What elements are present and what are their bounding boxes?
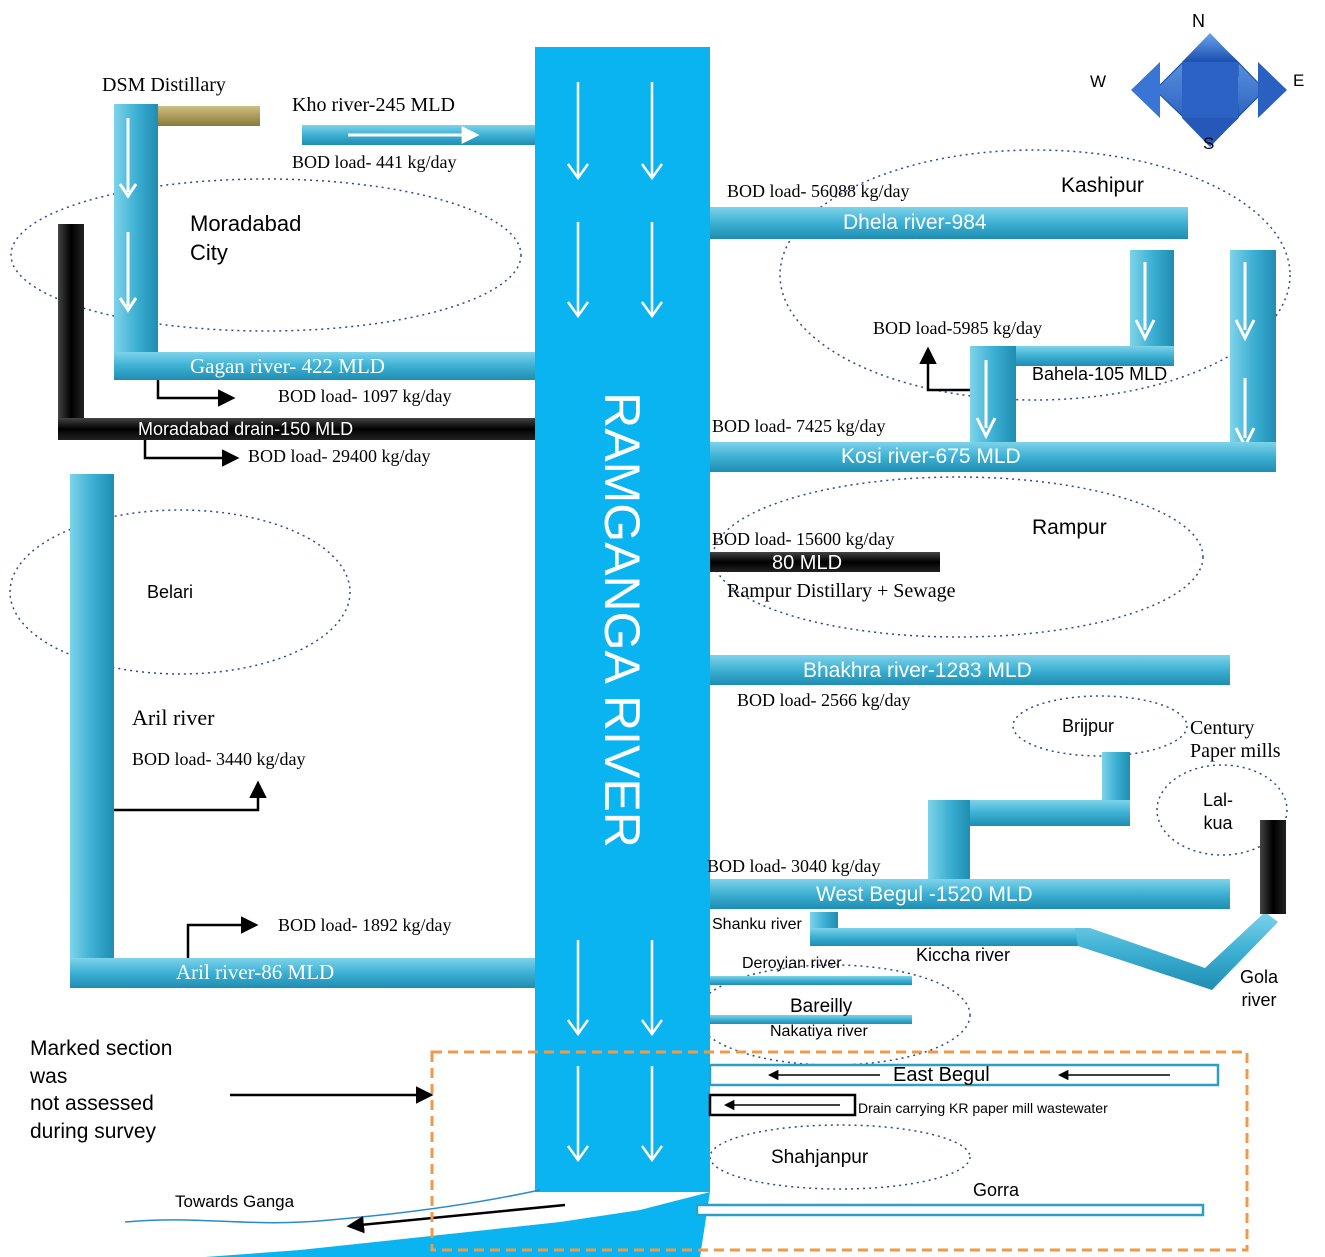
- gagan-river-bar: [114, 352, 535, 380]
- dsm-distillary-label: DSM Distillary: [102, 74, 226, 96]
- aril-vertical: [70, 474, 114, 958]
- main-river-title: RAMGANGA RIVER: [594, 392, 650, 848]
- compass-arrow-n: [1182, 33, 1238, 62]
- dhela-vertical: [1130, 250, 1174, 364]
- kosi-bod-label: BOD load- 7425 kg/day: [712, 416, 886, 436]
- nakatiya-river-label: Nakatiya river: [770, 1023, 868, 1040]
- century-label: Century Paper mills: [1190, 717, 1281, 762]
- gola-river-label: Gola river: [1240, 967, 1279, 1011]
- place-kashipur: Kashipur: [1061, 174, 1144, 197]
- aril-river-name: Aril river: [132, 705, 215, 730]
- moradabad-drain-label: Moradabad drain-150 MLD: [138, 419, 354, 439]
- aril-bod-label-2: BOD load- 1892 kg/day: [278, 915, 452, 935]
- drain-bod-arrow: [143, 440, 240, 467]
- region-bareilly: [695, 964, 971, 1066]
- region-belari: [9, 509, 351, 675]
- compass-n-label: N: [1192, 11, 1205, 31]
- bhakhra-river-bar: [710, 655, 1230, 685]
- region-moradabad: [10, 178, 522, 332]
- dhela-river-label: Dhela river-984: [843, 211, 987, 234]
- gagan-bod-label: BOD load- 1097 kg/day: [278, 386, 452, 406]
- towards-ganga-label: Towards Ganga: [175, 1192, 295, 1211]
- compass-arrow-w: [1131, 62, 1160, 118]
- shanku-river-label: Shanku river: [712, 916, 802, 933]
- rampur-drain-label: 80 MLD: [772, 552, 843, 574]
- aril-bod-arrow-2: [186, 916, 259, 958]
- west-begul-bod-label: BOD load- 3040 kg/day: [707, 856, 881, 876]
- bahela-connector: [970, 346, 1174, 366]
- nakatiya-river-bar: [710, 1015, 912, 1024]
- place-moradabad: Moradabad City: [190, 211, 302, 265]
- kr-drain-label: Drain carrying KR paper mill wastewater: [858, 1100, 1108, 1116]
- compass-s-label: S: [1203, 134, 1215, 153]
- place-lalkua: Lal- kua: [1203, 790, 1234, 834]
- place-shahjanpur: Shahjanpur: [771, 1147, 869, 1168]
- gorra-bar: [695, 1203, 1205, 1217]
- aril-bod-arrow-1: [114, 780, 267, 812]
- gagan-vertical: [114, 104, 158, 380]
- gorra-label: Gorra: [973, 1180, 1020, 1200]
- aril-bod-label-1: BOD load- 3440 kg/day: [132, 749, 306, 769]
- aril-river-bar: [70, 958, 535, 988]
- compass-arrow-s: [1182, 118, 1238, 147]
- dhela-bod-label: BOD load- 56088 kg/day: [727, 181, 910, 201]
- region-shahjanpur: [709, 1124, 971, 1190]
- compass-arrow-e: [1258, 62, 1287, 118]
- marked-section-note: Marked section was not assessed during s…: [30, 1037, 173, 1144]
- kosi-river-bar: [710, 442, 1276, 472]
- drain-bod-label: BOD load- 29400 kg/day: [248, 446, 431, 466]
- bahela-bod-label: BOD load-5985 kg/day: [873, 318, 1042, 338]
- bahela-bod-arrow: [919, 346, 970, 392]
- ramganga-river-channel: [535, 47, 710, 1192]
- region-lalkua: [1156, 764, 1288, 856]
- west-begul-label: West Begul -1520 MLD: [816, 883, 1033, 906]
- gagan-flow-arrows: [118, 118, 138, 313]
- bhakhra-river-label: Bhakhra river-1283 MLD: [803, 659, 1032, 682]
- bahela-label: Bahela-105 MLD: [1032, 364, 1168, 384]
- gola-river-bar: [1075, 912, 1278, 990]
- compass-e-label: E: [1293, 71, 1305, 90]
- ganga-stream: [124, 1189, 541, 1224]
- gagan-bod-arrow: [156, 380, 236, 407]
- ganga-outflow: [205, 1192, 710, 1257]
- compass-w-label: W: [1090, 72, 1107, 91]
- kosi-river-label: Kosi river-675 MLD: [841, 445, 1021, 468]
- rampur-drain-bar: [710, 552, 940, 572]
- region-rampur: [712, 476, 1204, 638]
- kiccha-river-label: Kiccha river: [916, 945, 1011, 965]
- place-rampur: Rampur: [1032, 516, 1107, 539]
- aril-river-label: Aril river-86 MLD: [176, 960, 335, 984]
- lalkua-drain: [1260, 820, 1286, 914]
- kho-river-label: Kho river-245 MLD: [292, 94, 455, 116]
- kiccha-river-bar: [810, 928, 1088, 946]
- bhakhra-bod-label: BOD load- 2566 kg/day: [737, 690, 911, 710]
- moradabad-drain-bar: [58, 418, 535, 440]
- unassessed-section-box: [430, 1050, 1249, 1252]
- region-brijpur: [1012, 695, 1188, 757]
- east-begul-bar: [708, 1063, 1220, 1087]
- rampur-source-label: Rampur Distillary + Sewage: [727, 580, 956, 602]
- region-kashipur: [779, 149, 1291, 401]
- place-bareilly: Bareilly: [790, 996, 853, 1017]
- place-brijpur: Brijpur: [1062, 716, 1115, 736]
- rampur-bod-label: BOD load- 15600 kg/day: [712, 529, 895, 549]
- place-belari: Belari: [147, 582, 194, 602]
- gagan-river-label: Gagan river- 422 MLD: [190, 354, 385, 378]
- deroyian-river-label: Deroyian river: [742, 955, 842, 972]
- kho-bod-label: BOD load- 441 kg/day: [292, 152, 457, 172]
- dhela-river-bar: [710, 207, 1188, 239]
- east-begul-label: East Begul: [893, 1064, 990, 1086]
- bahela-vertical: [970, 346, 1016, 442]
- deroyian-river-bar: [710, 976, 912, 985]
- main-river-flow-arrows: [566, 82, 664, 1163]
- century-channel-v1: [1102, 752, 1130, 800]
- moradabad-drain-vertical: [58, 224, 84, 420]
- kosi-vertical: [1230, 250, 1276, 472]
- dsm-distillary-outlet: [158, 106, 260, 126]
- towards-ganga-arrow: [346, 1203, 566, 1234]
- century-channel-v2: [928, 800, 970, 880]
- west-begul-bar: [710, 879, 1230, 909]
